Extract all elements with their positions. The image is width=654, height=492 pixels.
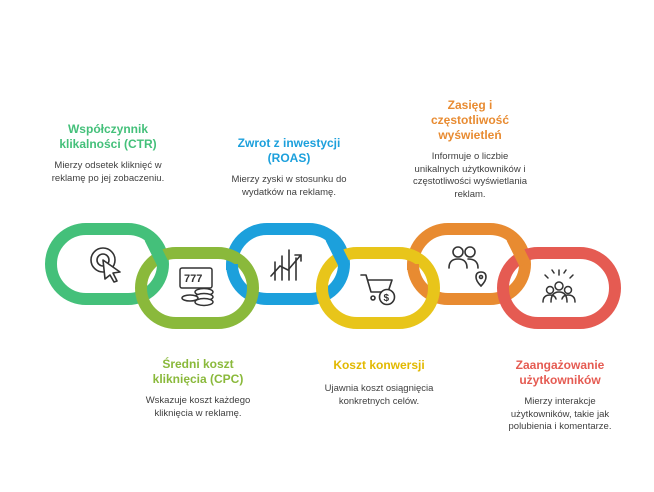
step-cost: Koszt konwersji Ujawnia koszt osiągnięci… bbox=[307, 358, 451, 408]
step-description: Ujawnia koszt osiągnięcia konkretnych ce… bbox=[324, 383, 434, 407]
step-title: Zaangażowanie użytkowników bbox=[515, 358, 605, 387]
chain-link-cpc bbox=[135, 247, 259, 329]
interlock-green bbox=[144, 235, 169, 267]
step-description: Mierzy odsetek kliknięć w reklamę po jej… bbox=[51, 160, 165, 184]
step-description: Wskazuje koszt każdego kliknięcia w rekl… bbox=[145, 395, 251, 419]
cursor-click-icon bbox=[90, 247, 121, 283]
interlock-orange bbox=[506, 235, 531, 267]
step-title: Zasięg i częstotliwość wyświetleń bbox=[430, 98, 510, 142]
step-description: Mierzy zyski w stosunku do wydatków na r… bbox=[231, 174, 347, 198]
users-location-icon bbox=[448, 246, 487, 288]
step-description: Mierzy interakcje użytkowników, takie ja… bbox=[508, 396, 612, 432]
step-title: Współczynnik klikalności (CTR) bbox=[59, 122, 157, 151]
interlock-blue bbox=[325, 235, 350, 267]
step-title: Zwrot z inwestycji (ROAS) bbox=[237, 136, 341, 165]
growth-chart-icon bbox=[270, 249, 302, 281]
step-reach: Zasięg i częstotliwość wyświetleń Inform… bbox=[398, 98, 542, 201]
step-title: Koszt konwersji bbox=[333, 358, 425, 372]
slot-machine-coins-icon: 777 bbox=[179, 267, 214, 307]
step-engagement: Zaangażowanie użytkowników Mierzy intera… bbox=[488, 358, 632, 434]
step-title: Średni koszt kliknięcia (CPC) bbox=[152, 357, 244, 386]
chain-link-engagement bbox=[497, 247, 621, 329]
step-cpc: Średni koszt kliknięcia (CPC) Wskazuje k… bbox=[126, 357, 270, 420]
step-description: Informuje o liczbie unikalnych użytkowni… bbox=[412, 151, 528, 200]
cart-dollar-icon: $ bbox=[360, 274, 396, 306]
crowd-celebrate-icon bbox=[542, 269, 576, 303]
chain-link-cost bbox=[316, 247, 440, 329]
svg-text:$: $ bbox=[384, 293, 390, 304]
step-ctr: Współczynnik klikalności (CTR) Mierzy od… bbox=[36, 122, 180, 185]
step-roas: Zwrot z inwestycji (ROAS) Mierzy zyski w… bbox=[217, 136, 361, 199]
svg-text:777: 777 bbox=[184, 273, 202, 285]
